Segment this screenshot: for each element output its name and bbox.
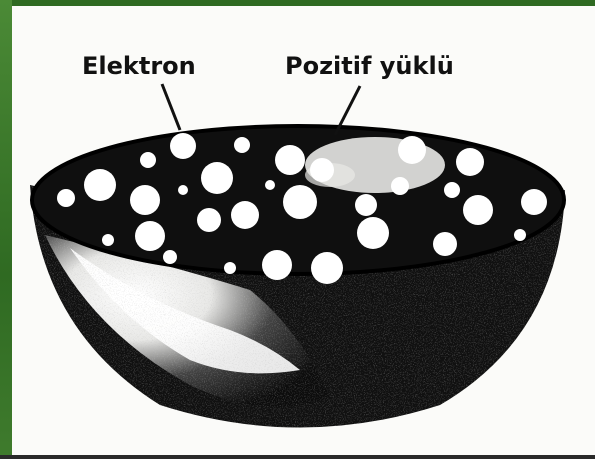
electron <box>224 262 236 274</box>
electron <box>456 148 484 176</box>
electron <box>310 158 334 182</box>
electron <box>275 145 305 175</box>
electron <box>391 177 409 195</box>
electron <box>398 136 426 164</box>
electron <box>170 133 196 159</box>
electron <box>178 185 188 195</box>
electron <box>514 229 526 241</box>
electron <box>355 194 377 216</box>
electron <box>311 252 343 284</box>
electron <box>433 232 457 256</box>
electron <box>135 221 165 251</box>
electron <box>262 250 292 280</box>
electron-label: Elektron <box>82 52 196 80</box>
electron <box>102 234 114 246</box>
electron <box>130 185 160 215</box>
electron <box>84 169 116 201</box>
positive-charge-label: Pozitif yüklü <box>285 52 454 80</box>
electron-pointer-line <box>162 84 180 130</box>
electron <box>57 189 75 207</box>
electron <box>140 152 156 168</box>
electron <box>283 185 317 219</box>
electron <box>463 195 493 225</box>
electron <box>265 180 275 190</box>
electron <box>357 217 389 249</box>
electron <box>163 250 177 264</box>
electron <box>444 182 460 198</box>
electron <box>234 137 250 153</box>
electron <box>521 189 547 215</box>
bottom-border <box>0 455 595 459</box>
electron <box>197 208 221 232</box>
electron <box>231 201 259 229</box>
electron <box>201 162 233 194</box>
